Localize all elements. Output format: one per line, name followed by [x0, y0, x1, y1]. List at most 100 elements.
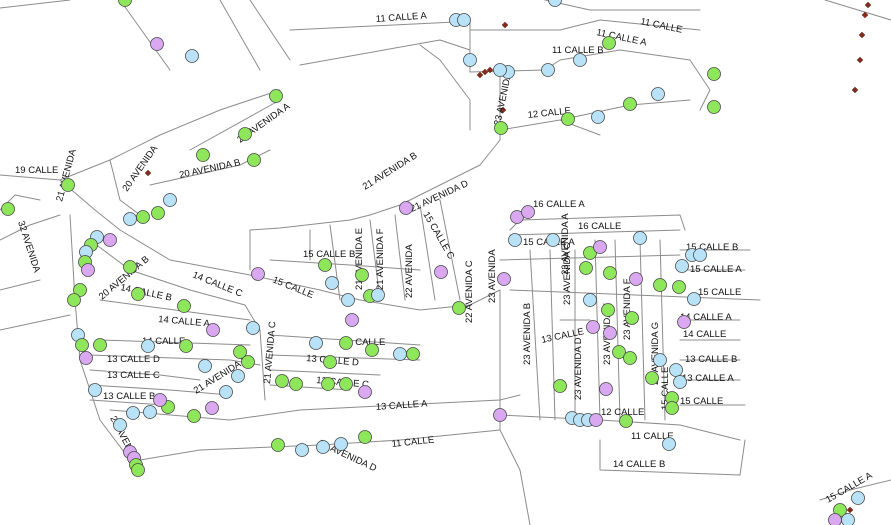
point-marker-green[interactable] — [67, 293, 81, 307]
point-marker-green[interactable] — [653, 278, 667, 292]
point-marker-green[interactable] — [73, 283, 87, 297]
point-marker-green[interactable] — [365, 343, 379, 357]
point-marker-blue[interactable] — [653, 353, 667, 367]
point-marker-green[interactable] — [131, 287, 145, 301]
point-marker-blue[interactable] — [88, 383, 102, 397]
point-marker-blue[interactable] — [548, 0, 562, 7]
point-marker-blue[interactable] — [583, 293, 597, 307]
point-marker-green[interactable] — [321, 377, 335, 391]
point-marker-green[interactable] — [707, 100, 721, 114]
point-marker-blue[interactable] — [393, 347, 407, 361]
point-marker-blue[interactable] — [325, 276, 339, 290]
point-marker-green[interactable] — [583, 246, 597, 260]
point-marker-green[interactable] — [452, 301, 466, 315]
point-marker-purple[interactable] — [677, 315, 691, 329]
point-marker-green[interactable] — [177, 299, 191, 313]
point-marker-green[interactable] — [645, 371, 659, 385]
point-marker-green[interactable] — [247, 153, 261, 167]
point-marker-green[interactable] — [271, 438, 285, 452]
point-marker-purple[interactable] — [153, 393, 167, 407]
point-marker-blue[interactable] — [457, 13, 471, 27]
point-marker-purple[interactable] — [828, 513, 842, 525]
point-marker-blue[interactable] — [633, 231, 647, 245]
point-marker-blue[interactable] — [493, 63, 507, 77]
point-marker-green[interactable] — [118, 0, 132, 7]
point-marker-blue[interactable] — [693, 248, 707, 262]
point-marker-green[interactable] — [233, 345, 247, 359]
point-marker-green[interactable] — [93, 338, 107, 352]
point-marker-green[interactable] — [665, 401, 679, 415]
point-marker-blue[interactable] — [231, 369, 245, 383]
point-marker-green[interactable] — [672, 280, 686, 294]
point-marker-purple[interactable] — [593, 240, 607, 254]
point-marker-green[interactable] — [136, 210, 150, 224]
point-marker-green[interactable] — [289, 377, 303, 391]
point-marker-purple[interactable] — [345, 313, 359, 327]
point-marker-blue[interactable] — [316, 440, 330, 454]
point-marker-purple[interactable] — [603, 326, 617, 340]
point-marker-blue[interactable] — [669, 363, 683, 377]
point-marker-green[interactable] — [238, 127, 252, 141]
point-marker-purple[interactable] — [251, 267, 265, 281]
point-marker-blue[interactable] — [662, 437, 676, 451]
point-marker-blue[interactable] — [185, 49, 199, 63]
point-marker-blue[interactable] — [341, 293, 355, 307]
point-marker-purple[interactable] — [493, 408, 507, 422]
point-marker-green[interactable] — [623, 97, 637, 111]
point-marker-green[interactable] — [131, 463, 145, 477]
point-marker-blue[interactable] — [508, 233, 522, 247]
point-marker-layer[interactable] — [1, 0, 865, 525]
point-marker-blue[interactable] — [651, 87, 665, 101]
point-marker-green[interactable] — [579, 261, 593, 275]
point-marker-green[interactable] — [603, 266, 617, 280]
point-marker-purple[interactable] — [103, 233, 117, 247]
point-marker-blue[interactable] — [841, 513, 855, 525]
point-marker-blue[interactable] — [198, 359, 212, 373]
point-marker-blue[interactable] — [673, 375, 687, 389]
point-marker-blue[interactable] — [219, 385, 233, 399]
point-marker-blue[interactable] — [546, 233, 560, 247]
point-marker-green[interactable] — [358, 430, 372, 444]
point-marker-purple[interactable] — [358, 385, 372, 399]
point-marker-blue[interactable] — [675, 259, 689, 273]
point-marker-green[interactable] — [241, 355, 255, 369]
point-marker-green[interactable] — [318, 258, 332, 272]
point-marker-purple[interactable] — [434, 265, 448, 279]
point-marker-green[interactable] — [355, 268, 369, 282]
point-marker-green[interactable] — [602, 36, 616, 50]
point-marker-blue[interactable] — [141, 339, 155, 353]
point-marker-purple[interactable] — [399, 201, 413, 215]
point-marker-green[interactable] — [123, 260, 137, 274]
point-marker-purple[interactable] — [79, 351, 93, 365]
point-marker-purple[interactable] — [629, 272, 643, 286]
point-marker-blue[interactable] — [463, 53, 477, 67]
point-marker-blue[interactable] — [573, 53, 587, 67]
point-marker-green[interactable] — [623, 351, 637, 365]
point-marker-blue[interactable] — [309, 336, 323, 350]
point-marker-blue[interactable] — [541, 63, 555, 77]
point-marker-green[interactable] — [187, 409, 201, 423]
point-marker-green[interactable] — [323, 355, 337, 369]
point-marker-blue[interactable] — [113, 418, 127, 432]
point-marker-purple[interactable] — [589, 413, 603, 427]
point-marker-green[interactable] — [494, 121, 508, 135]
point-marker-purple[interactable] — [81, 263, 95, 277]
point-marker-green[interactable] — [625, 311, 639, 325]
point-marker-green[interactable] — [269, 89, 283, 103]
point-marker-blue[interactable] — [334, 437, 348, 451]
point-marker-green[interactable] — [151, 206, 165, 220]
point-marker-blue[interactable] — [123, 212, 137, 226]
point-marker-purple[interactable] — [599, 382, 613, 396]
point-marker-blue[interactable] — [371, 288, 385, 302]
point-marker-green[interactable] — [612, 345, 626, 359]
point-marker-green[interactable] — [339, 336, 353, 350]
point-marker-green[interactable] — [61, 178, 75, 192]
point-marker-green[interactable] — [196, 148, 210, 162]
point-marker-purple[interactable] — [205, 401, 219, 415]
point-marker-green[interactable] — [1, 202, 15, 216]
point-marker-green[interactable] — [406, 347, 420, 361]
point-marker-green[interactable] — [707, 67, 721, 81]
point-marker-green[interactable] — [601, 303, 615, 317]
